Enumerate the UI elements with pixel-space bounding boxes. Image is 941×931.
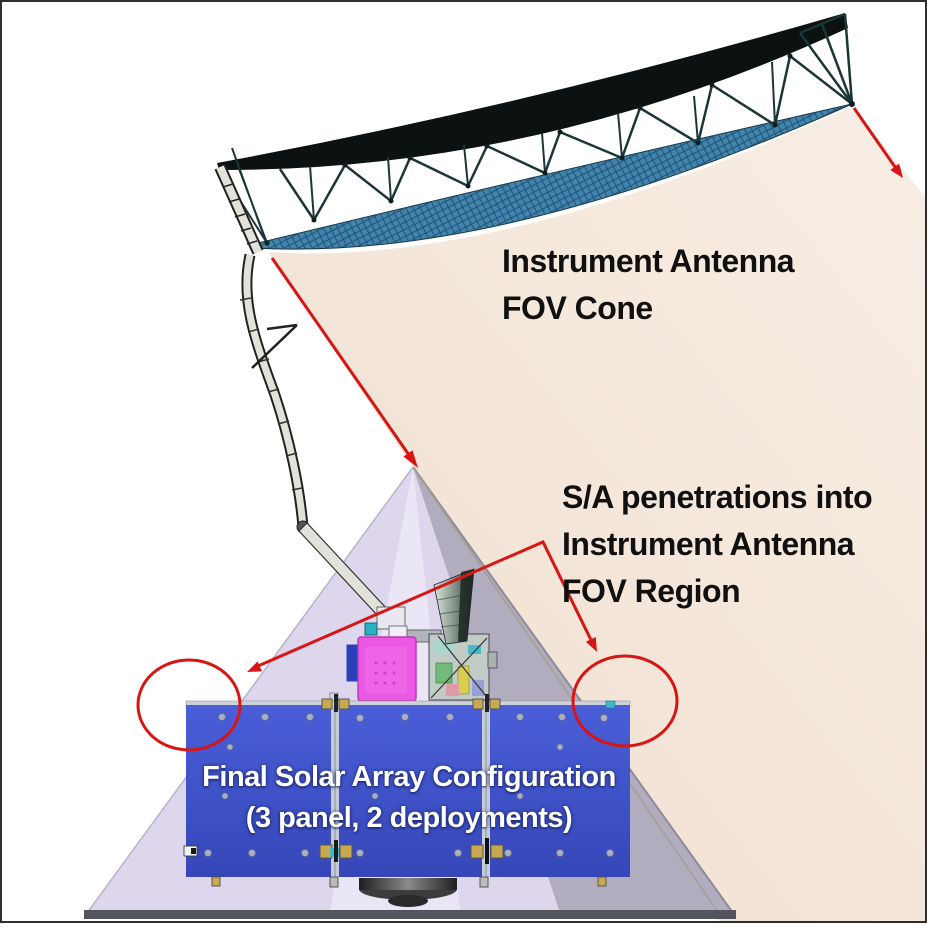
truss-nodes: [264, 53, 855, 246]
adapter-ring: [359, 878, 457, 907]
penetration-circle-right: [571, 654, 679, 748]
fov-cone: [268, 106, 926, 921]
label-antenna-fov-cone: Instrument Antenna FOV Cone: [502, 238, 795, 332]
panel-fasteners: [204, 713, 614, 857]
label-antenna-fov-line2: FOV Cone: [502, 290, 653, 326]
label-sa-line2: Instrument Antenna: [562, 526, 855, 562]
antenna-truss: [221, 12, 855, 246]
label-antenna-fov-line1: Instrument Antenna: [502, 243, 795, 279]
label-solar-array-line1: Final Solar Array Configuration: [202, 761, 616, 793]
arrow-cone-apex: [270, 257, 411, 456]
instrument-box-dots: [374, 661, 396, 685]
arrowheads: [247, 163, 903, 672]
label-sa-line3: FOV Region: [562, 573, 741, 609]
deployment-boom: [214, 164, 388, 618]
penetration-circle-left: [136, 658, 242, 752]
arrow-antenna-right: [852, 107, 897, 168]
panel-feet: [211, 876, 607, 888]
label-solar-array-line2: (3 panel, 2 deployments): [245, 802, 573, 834]
label-solar-array: Final Solar Array Configuration (3 panel…: [186, 757, 632, 839]
boom-bracket: [251, 323, 298, 369]
antenna-rim-band: [217, 13, 848, 171]
cone-base-bar: [84, 910, 736, 919]
arrow-penetrations-elbow: [257, 540, 593, 668]
label-sa-line1: S/A penetrations into: [562, 479, 873, 515]
hinge-hardware: [319, 694, 504, 864]
label-sa-penetrations: S/A penetrations into Instrument Antenna…: [562, 474, 873, 615]
red-annotations: [136, 107, 903, 752]
solar-array-panel: [183, 694, 631, 888]
